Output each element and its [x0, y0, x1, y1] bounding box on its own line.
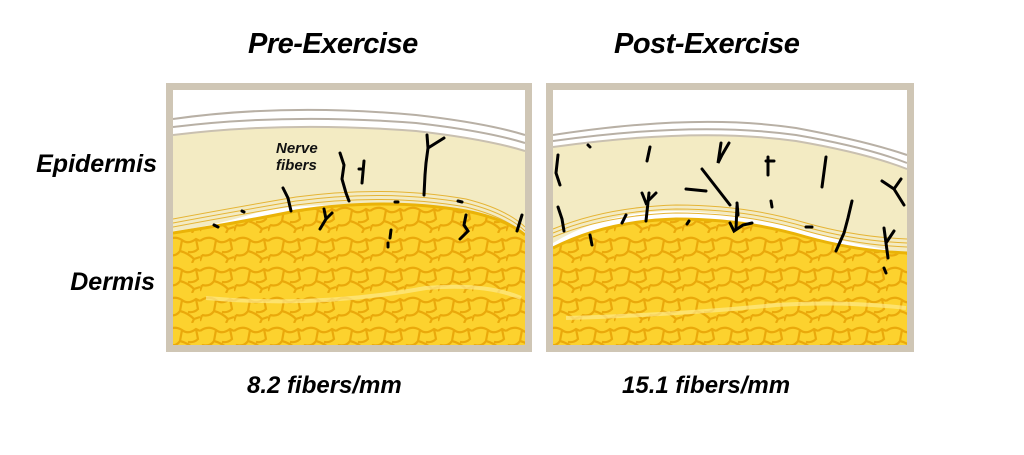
- label-epidermis: Epidermis: [36, 150, 157, 178]
- panel-post-exercise: [546, 83, 914, 352]
- label-dermis: Dermis: [70, 268, 155, 296]
- skin-cross-section-pre: [166, 83, 532, 352]
- annotation-line-2: fibers: [276, 157, 317, 174]
- annotation-line-1: Nerve: [276, 140, 318, 157]
- title-pre-exercise: Pre-Exercise: [248, 28, 418, 60]
- title-post-exercise: Post-Exercise: [614, 28, 800, 60]
- measurement-post: 15.1 fibers/mm: [622, 372, 791, 399]
- annotation-nerve-fibers: Nerve fibers: [276, 140, 318, 174]
- panel-pre-exercise: Nerve fibers: [166, 83, 532, 352]
- skin-cross-section-post: [546, 83, 914, 352]
- measurement-pre: 8.2 fibers/mm: [247, 372, 402, 399]
